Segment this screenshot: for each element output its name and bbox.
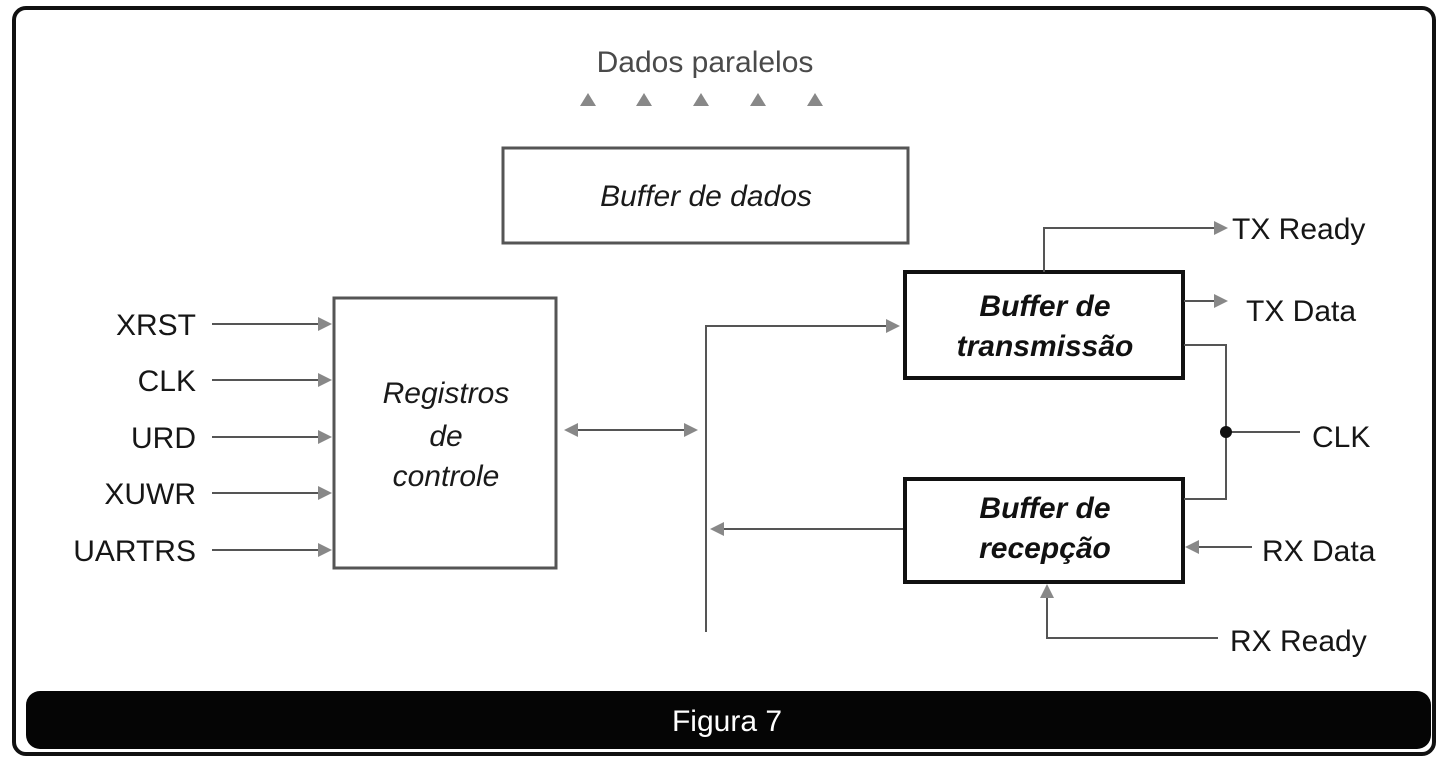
input-xuwr: XUWR [104,478,196,511]
left-input-lines [212,317,332,557]
rx-buffer-line-2: recepção [979,532,1111,565]
data-buffer-label: Buffer de dados [600,180,812,213]
rx-buffer-block [903,477,1185,584]
tx-data-line [1184,294,1228,308]
parallel-data-label: Dados paralelos [597,46,814,79]
rx-data-line [1185,540,1252,554]
rx-to-bus-arrow [710,522,904,536]
input-xrst: XRST [116,309,196,342]
tx-buffer-line-2: transmissão [957,330,1134,363]
control-registers-block [332,296,558,570]
tx-ready-line [1043,221,1228,272]
bidirectional-bus-arrow [564,423,698,437]
rx-data-label: RX Data [1262,535,1376,568]
parallel-data-arrows [580,93,823,106]
rx-buffer-line-1: Buffer de [979,492,1110,525]
figure-caption: Figura 7 [672,705,782,738]
rx-ready-label: RX Ready [1230,625,1367,658]
clk-right-label: CLK [1312,421,1370,454]
control-registers-line-3: controle [393,460,500,493]
caption-bar [26,691,1431,749]
data-buffer-block [501,146,910,245]
tx-ready-label: TX Ready [1232,213,1365,246]
input-clk: CLK [138,365,196,398]
input-urd: URD [131,422,196,455]
bus-to-tx-arrow [706,319,900,333]
input-uartrs: UARTRS [73,535,196,568]
control-registers-line-2: de [429,420,462,453]
control-registers-line-1: Registros [383,377,510,410]
tx-data-label: TX Data [1246,295,1356,328]
rx-ready-line [1040,584,1218,639]
clk-distribution [1184,344,1300,500]
tx-buffer-line-1: Buffer de [979,290,1110,323]
tx-buffer-block [903,270,1185,380]
